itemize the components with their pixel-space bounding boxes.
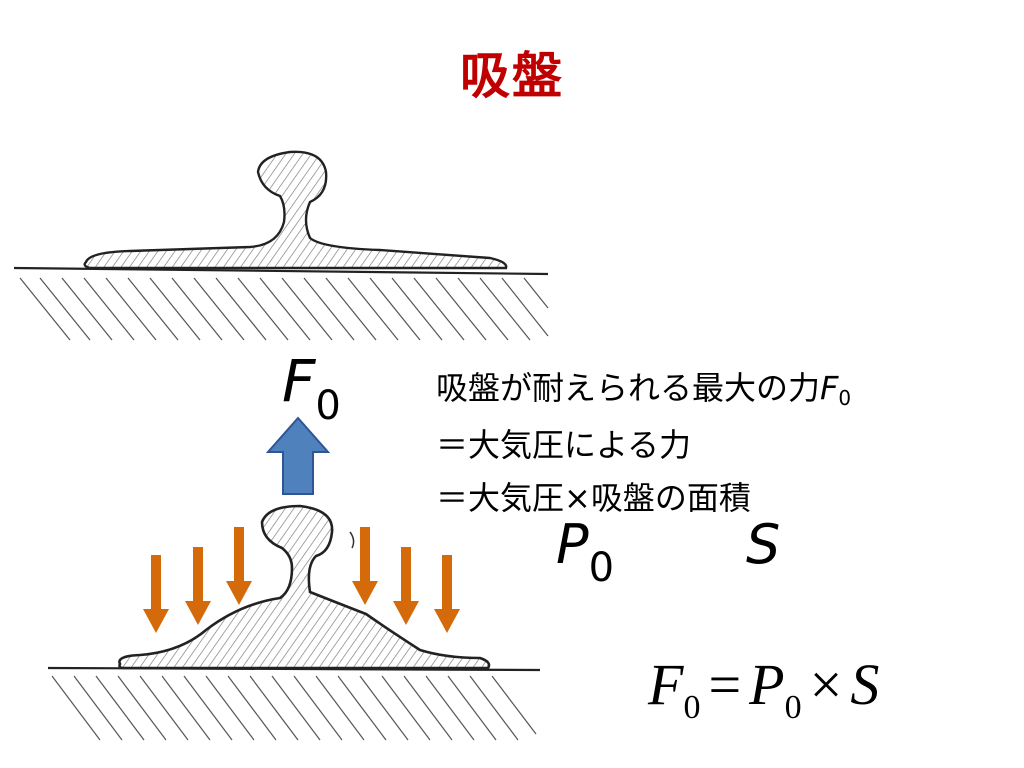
atmospheric-pressure-arrows	[143, 527, 460, 633]
bottom-suction-cup	[118, 504, 491, 670]
pressure-subscript: 0	[588, 545, 615, 591]
down-arrow	[143, 555, 169, 633]
text-line-3: ＝大気圧×吸盤の面積	[436, 479, 751, 517]
formula-equals: =	[708, 652, 742, 717]
pressure-label: P0	[556, 518, 614, 589]
slide-title: 吸盤	[460, 47, 564, 105]
down-arrow	[352, 527, 378, 605]
text-line-2: ＝大気圧による力	[436, 426, 692, 464]
formula-p-subscript: 0	[784, 689, 802, 726]
formula-p-symbol: P	[749, 652, 785, 717]
text-line-1-prefix: 吸盤が耐えられる最大の力	[436, 369, 821, 407]
up-force-arrow	[265, 416, 331, 495]
area-label: S	[746, 513, 781, 576]
text-line-1-subscript: 0	[838, 386, 852, 410]
formula-s-symbol: S	[850, 652, 880, 717]
top-suction-cup	[83, 150, 508, 270]
text-line-1: 吸盤が耐えられる最大の力F0	[436, 362, 851, 419]
flat-suction-cup-sketch	[13, 150, 549, 341]
formula-f-subscript: 0	[683, 689, 701, 726]
formula-f-symbol: F	[648, 652, 684, 717]
explanation-text: 吸盤が耐えられる最大の力F0 ＝大気圧による力 ＝大気圧×吸盤の面積	[436, 362, 851, 525]
top-ground-hatching	[19, 277, 549, 341]
force-symbol: F	[282, 347, 316, 415]
pressure-symbol: P	[556, 513, 589, 576]
text-line-1-symbol: F	[820, 369, 839, 407]
down-arrow	[185, 547, 211, 625]
domed-suction-cup-sketch	[47, 504, 541, 741]
sketch-mark	[349, 531, 355, 549]
formula: F0=P0×S	[648, 656, 879, 725]
force-subscript: 0	[315, 383, 341, 429]
formula-times: ×	[809, 652, 843, 717]
force-label: F0	[282, 352, 341, 426]
bottom-ground-hatching	[51, 675, 537, 741]
down-arrow	[226, 527, 252, 605]
down-arrow	[434, 555, 460, 633]
down-arrow	[393, 547, 419, 625]
